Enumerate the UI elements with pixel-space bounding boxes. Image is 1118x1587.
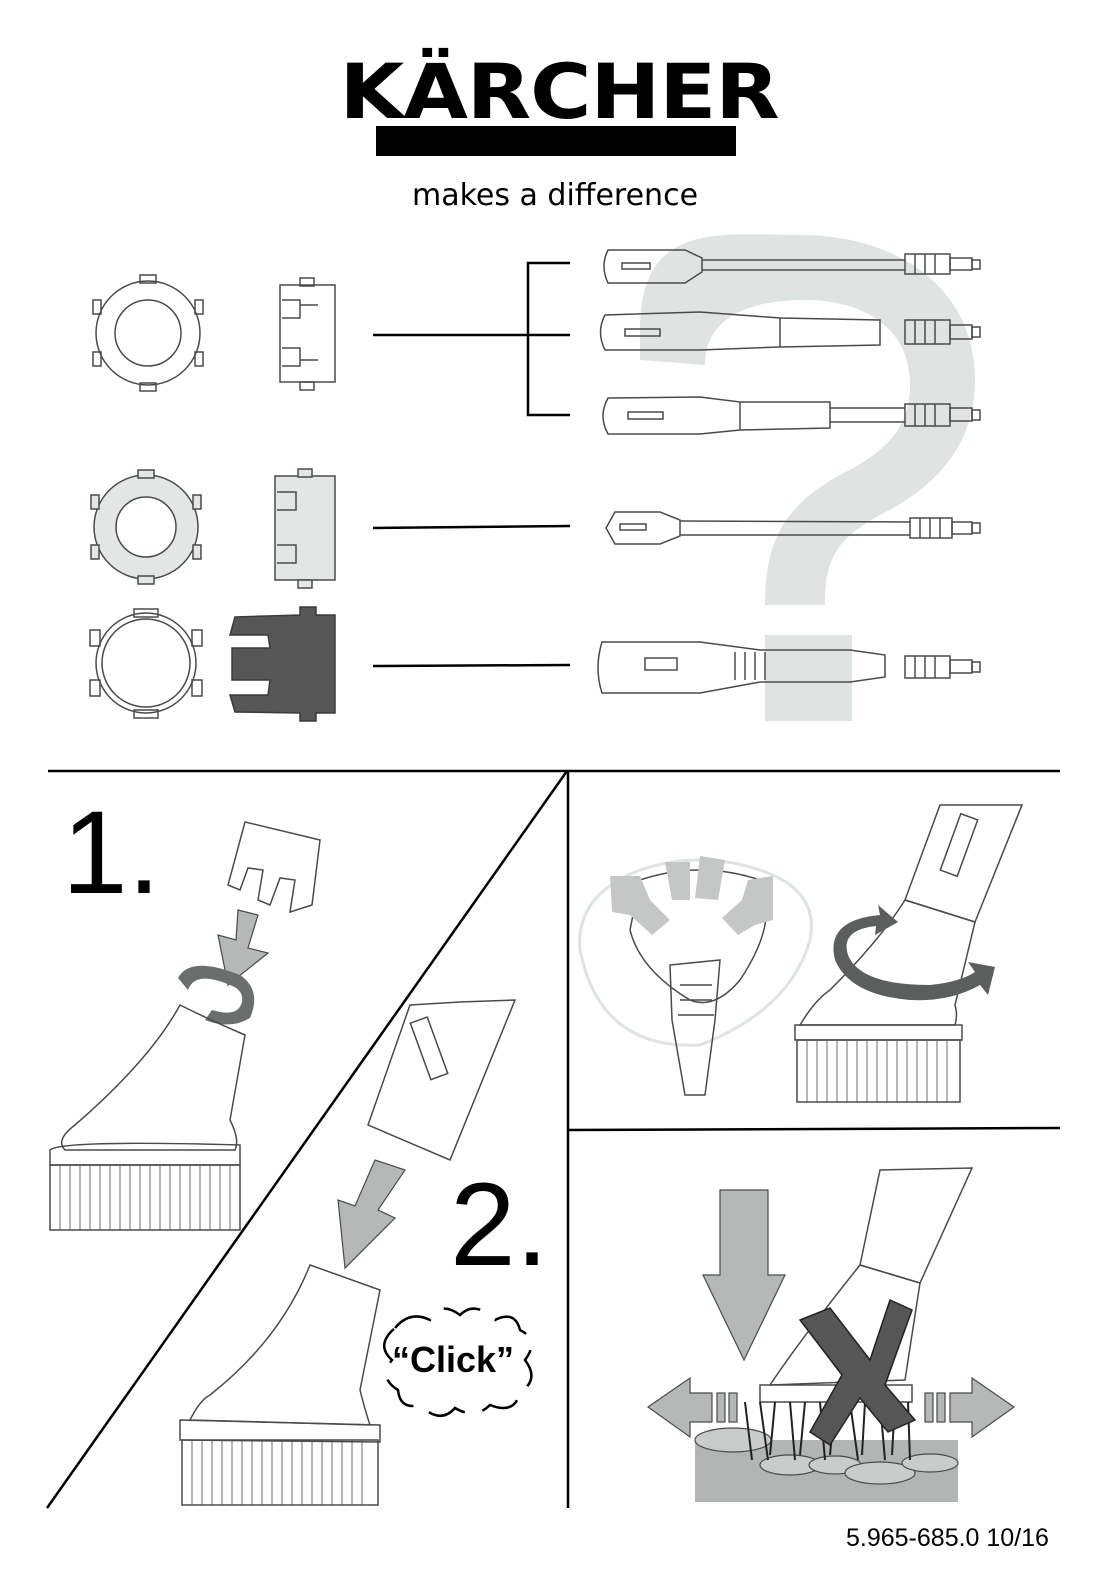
lance-row1-a — [603, 249, 981, 284]
section-dividers — [45, 769, 1061, 1509]
rotate-arrow-icon — [178, 965, 255, 1025]
panel-2-illustration — [179, 999, 533, 1506]
brush-head-right — [794, 804, 1024, 1103]
arrow-right-icon — [722, 876, 773, 935]
brush-head-pressed — [744, 1167, 974, 1461]
click-sound-label: “Click” — [392, 1339, 515, 1380]
panel-1-illustration — [49, 821, 321, 1231]
arrow-up-icon — [695, 856, 725, 900]
lance-tube-panel2 — [367, 999, 517, 1161]
arrow-right-icon — [924, 1376, 1016, 1439]
connector-line-row2 — [372, 524, 571, 530]
arrow-up-icon — [665, 862, 690, 900]
connector-bracket-row1 — [373, 261, 570, 417]
brush-head-center — [179, 1264, 381, 1506]
cross-icon — [798, 1298, 917, 1447]
arrow-left-icon — [610, 876, 670, 935]
arrow-left-icon — [646, 1376, 738, 1439]
click-burst-icon — [383, 1307, 533, 1417]
lance-row3 — [597, 641, 981, 694]
adapter-clip-row1 — [279, 277, 336, 391]
panel-3-illustration — [578, 804, 1024, 1103]
adapter-ring-row1 — [92, 274, 204, 392]
adapter-ring-row2 — [90, 469, 202, 585]
stones — [694, 1427, 959, 1485]
adapter-ring-row3 — [89, 608, 203, 719]
brand-logo-wordmark: KÄRCHER — [339, 47, 780, 136]
lance-row1-c — [602, 396, 981, 435]
adapter-clip-row3 — [228, 606, 336, 722]
brush-outline-ghost — [578, 858, 813, 1047]
brand-logo-bar — [376, 126, 736, 156]
adapter-clip-row2 — [274, 468, 336, 589]
connector-line-row3 — [372, 663, 571, 668]
lance-row1-b — [599, 311, 981, 351]
panel-4-illustration — [646, 1167, 1016, 1502]
clip-small-icon — [227, 821, 321, 914]
brand-tagline: makes a difference — [411, 178, 699, 213]
brush-head-left — [49, 1004, 246, 1231]
step-2-label: 2. — [450, 1159, 549, 1291]
lance-row2 — [605, 511, 981, 545]
step-1-label: 1. — [62, 787, 161, 919]
question-mark-icon — [640, 234, 975, 721]
arrow-down-icon — [217, 909, 270, 987]
arrow-down-icon — [337, 1159, 406, 1270]
rotate-arrow-icon — [833, 905, 995, 1001]
arrow-down-icon — [702, 1189, 786, 1362]
document-number: 5.965-685.0 10/16 — [846, 1524, 1049, 1552]
